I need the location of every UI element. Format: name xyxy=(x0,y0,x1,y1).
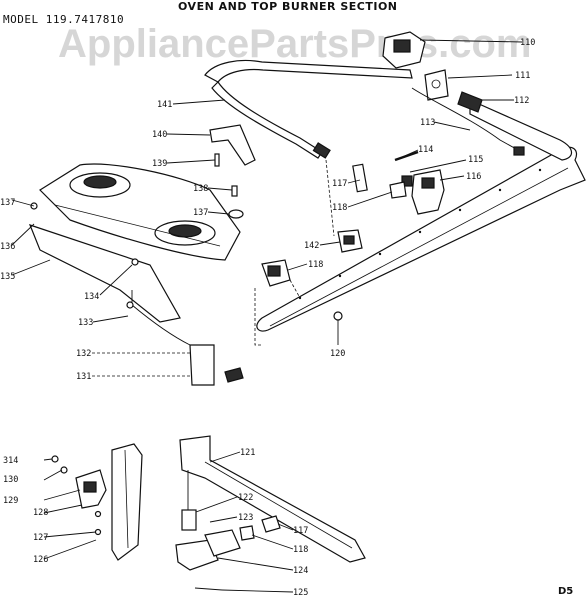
callout-133: 133 xyxy=(78,318,93,328)
callout-118: 118 xyxy=(332,203,347,213)
lower-left-bracket-assembly xyxy=(51,443,143,561)
callout-110: 110 xyxy=(520,38,535,48)
callout-127: 127 xyxy=(33,533,48,543)
callout-122: 122 xyxy=(238,493,253,503)
watermark: AppliancePartsPros.com xyxy=(58,22,532,66)
manifold-assembly xyxy=(204,31,586,346)
callout-117-lower: 117 xyxy=(293,526,308,536)
callout-115: 115 xyxy=(468,155,483,165)
callout-131: 131 xyxy=(76,372,91,382)
callout-142: 142 xyxy=(304,241,319,251)
callout-126: 126 xyxy=(33,555,48,565)
callout-117: 117 xyxy=(332,179,347,189)
callout-138a: 138 xyxy=(193,184,208,194)
callout-132: 132 xyxy=(76,349,91,359)
callout-137: 137 xyxy=(0,198,15,208)
lower-right-oven-assembly xyxy=(175,435,366,591)
callout-124: 124 xyxy=(293,566,308,576)
callout-111: 111 xyxy=(515,71,530,81)
page-code: D5 xyxy=(558,586,573,597)
callout-114: 114 xyxy=(418,145,433,155)
callout-112: 112 xyxy=(514,96,529,106)
callout-138b: 137 xyxy=(193,208,208,218)
callout-labels: 110 111 112 113 114 115 116 117 118 141 … xyxy=(0,38,535,598)
diagram-title: OVEN AND TOP BURNER SECTION xyxy=(178,0,398,13)
model-number: MODEL 119.7417810 xyxy=(3,13,124,26)
callout-121: 121 xyxy=(240,448,255,458)
callout-116: 116 xyxy=(466,172,481,182)
callout-135: 135 xyxy=(0,272,15,282)
callout-129: 129 xyxy=(3,496,18,506)
callout-123: 123 xyxy=(238,513,253,523)
callout-136: 136 xyxy=(0,242,15,252)
callout-141: 141 xyxy=(157,100,172,110)
callout-314: 314 xyxy=(3,456,18,466)
callout-128: 128 xyxy=(33,508,48,518)
callout-118-lower: 118 xyxy=(293,545,308,555)
callout-134: 134 xyxy=(84,292,99,302)
callout-130: 130 xyxy=(3,475,18,485)
callout-140: 140 xyxy=(152,130,167,140)
callout-139: 139 xyxy=(152,159,167,169)
callout-120: 120 xyxy=(330,349,345,359)
callout-leaders xyxy=(11,39,523,593)
callout-118-valve: 118 xyxy=(308,260,323,270)
top-burner-assembly xyxy=(28,124,256,386)
callout-125: 125 xyxy=(293,588,308,598)
callout-113: 113 xyxy=(420,118,435,128)
